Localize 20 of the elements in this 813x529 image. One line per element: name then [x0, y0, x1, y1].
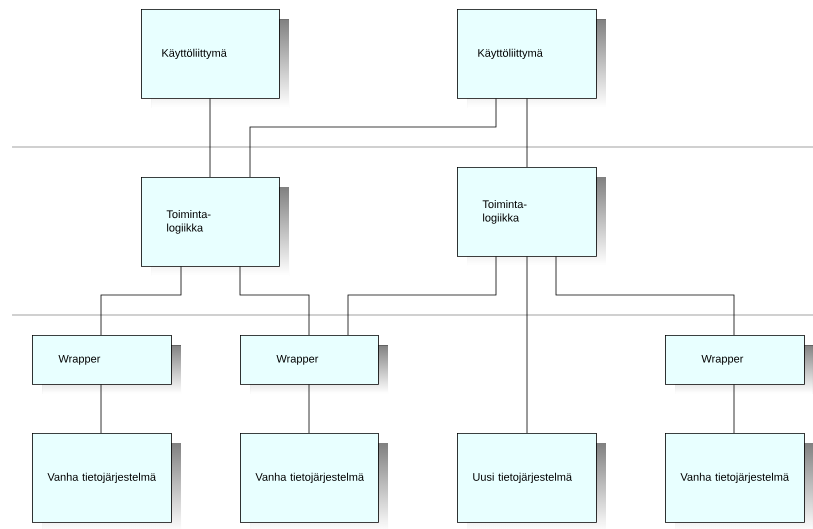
connector-line [308, 384, 310, 434]
system-box: Wrapper [240, 334, 388, 394]
system-box: Toiminta-logiikka [457, 166, 606, 266]
system-box: Vanha tietojärjestelmä [240, 432, 388, 529]
system-box: Uusi tietojärjestelmä [457, 432, 606, 529]
system-box: Käyttöliittymä [457, 9, 606, 108]
connector-line [348, 256, 496, 336]
connector-line [526, 256, 528, 434]
system-box: Wrapper [665, 334, 813, 394]
system-box: Käyttöliittymä [141, 9, 289, 108]
connector-line [556, 256, 734, 336]
connector-line [240, 266, 310, 336]
system-box: Vanha tietojärjestelmä [665, 432, 813, 529]
connector-line [100, 266, 182, 336]
connector-line [100, 384, 102, 434]
system-box: Vanha tietojärjestelmä [32, 432, 181, 529]
connector-line [250, 98, 496, 178]
system-box: Wrapper [32, 334, 181, 394]
system-box: Toiminta-logiikka [141, 176, 289, 276]
connector-line [526, 98, 528, 168]
